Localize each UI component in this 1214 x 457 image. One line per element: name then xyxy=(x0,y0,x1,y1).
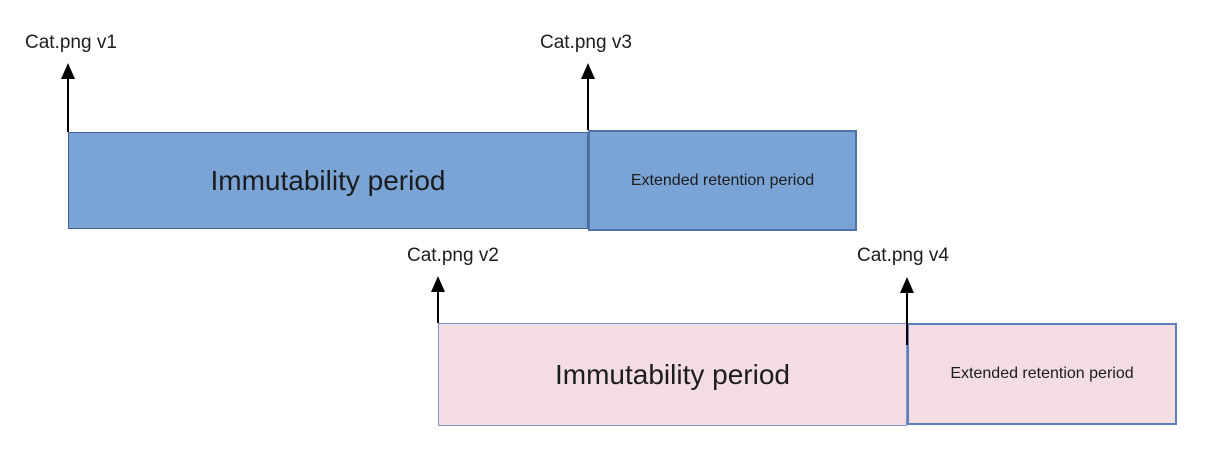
immutability-period-label: Immutability period xyxy=(210,164,446,196)
up-arrow-icon xyxy=(61,63,75,79)
arrow-line xyxy=(906,291,908,345)
version-label-v2: Cat.png v2 xyxy=(407,245,499,266)
immutability-period-bar-v2: Immutability period xyxy=(438,323,907,426)
extended-retention-label: Extended retention period xyxy=(630,171,815,189)
immutability-period-bar-v1: Immutability period xyxy=(68,132,588,229)
arrow-line xyxy=(67,77,69,132)
arrow-line xyxy=(587,77,589,130)
version-label-v3: Cat.png v3 xyxy=(540,32,632,53)
immutability-period-label: Immutability period xyxy=(555,358,790,390)
extended-retention-box-v1: Extended retention period xyxy=(588,130,857,231)
up-arrow-icon xyxy=(581,63,595,79)
extended-retention-label: Extended retention period xyxy=(950,365,1134,382)
up-arrow-icon xyxy=(900,277,914,293)
extended-retention-box-v2: Extended retention period xyxy=(907,323,1177,425)
version-label-v1: Cat.png v1 xyxy=(25,32,117,53)
arrow-line xyxy=(437,290,439,323)
up-arrow-icon xyxy=(431,276,445,292)
version-label-v4: Cat.png v4 xyxy=(857,245,949,266)
